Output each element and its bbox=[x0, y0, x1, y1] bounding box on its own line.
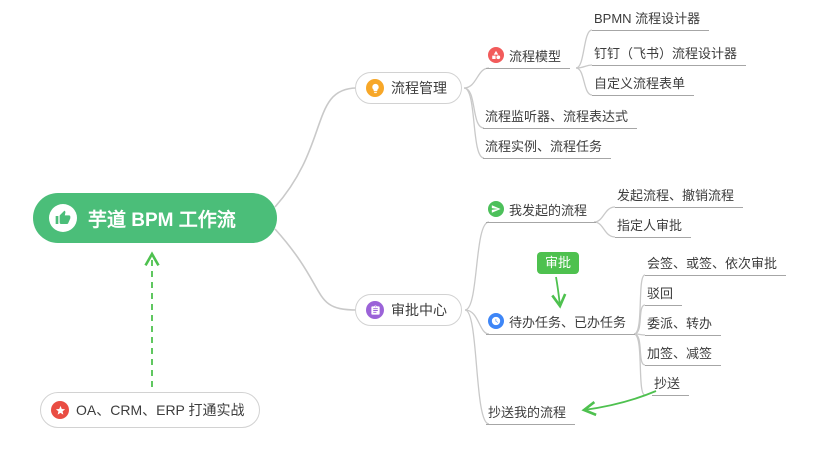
node-initiate-cancel[interactable]: 发起流程、撤销流程 bbox=[615, 184, 744, 208]
node-label: 发起流程、撤销流程 bbox=[617, 187, 735, 203]
cc-arrow bbox=[581, 390, 657, 417]
node-listener-expression[interactable]: 流程监听器、流程表达式 bbox=[483, 105, 638, 129]
node-label: 待办任务、已办任务 bbox=[509, 314, 627, 330]
node-label: 自定义流程表单 bbox=[594, 75, 686, 91]
gray-connectors bbox=[274, 29, 646, 425]
checklist-icon bbox=[366, 301, 384, 319]
node-label: 抄送我的流程 bbox=[488, 404, 567, 420]
approval-arrow bbox=[551, 276, 567, 309]
node-cc[interactable]: 抄送 bbox=[652, 372, 690, 396]
thumbs-up-icon bbox=[49, 204, 77, 232]
node-todo-done[interactable]: 待办任务、已办任务 bbox=[486, 311, 636, 335]
root-node-label: 芋道 BPM 工作流 bbox=[88, 209, 236, 231]
node-dingtalk-designer[interactable]: 钉钉（飞书）流程设计器 bbox=[592, 42, 747, 66]
node-label: 钉钉（飞书）流程设计器 bbox=[594, 45, 738, 61]
node-label: 加签、减签 bbox=[647, 345, 713, 361]
approval-badge: 审批 bbox=[537, 252, 580, 274]
node-label: 抄送 bbox=[654, 375, 681, 391]
node-label: 我发起的流程 bbox=[509, 202, 588, 218]
node-approval-center[interactable]: 审批中心 bbox=[355, 294, 462, 326]
node-bpmn-designer[interactable]: BPMN 流程设计器 bbox=[592, 7, 710, 31]
node-process-management[interactable]: 流程管理 bbox=[355, 72, 462, 104]
clock-icon bbox=[488, 313, 504, 329]
model-icon bbox=[488, 47, 504, 63]
node-cc-my-process[interactable]: 抄送我的流程 bbox=[486, 401, 576, 425]
node-label: 审批中心 bbox=[391, 302, 447, 318]
node-countersign[interactable]: 会签、或签、依次审批 bbox=[645, 252, 787, 276]
node-assignee-approval[interactable]: 指定人审批 bbox=[615, 214, 692, 238]
node-label: OA、CRM、ERP 打通实战 bbox=[76, 402, 245, 418]
lightbulb-icon bbox=[366, 79, 384, 97]
node-label: 流程实例、流程任务 bbox=[485, 138, 603, 154]
node-label: 委派、转办 bbox=[647, 315, 713, 331]
node-label: 流程管理 bbox=[391, 80, 447, 96]
node-label: 流程监听器、流程表达式 bbox=[485, 108, 629, 124]
node-delegate-transfer[interactable]: 委派、转办 bbox=[645, 312, 722, 336]
node-reject[interactable]: 驳回 bbox=[645, 282, 683, 306]
node-note-practice[interactable]: OA、CRM、ERP 打通实战 bbox=[40, 392, 260, 428]
node-custom-form[interactable]: 自定义流程表单 bbox=[592, 72, 695, 96]
node-label: 流程模型 bbox=[509, 48, 562, 64]
star-icon bbox=[51, 401, 69, 419]
root-node[interactable]: 芋道 BPM 工作流 bbox=[33, 193, 277, 243]
node-my-initiated[interactable]: 我发起的流程 bbox=[486, 199, 597, 223]
node-label: 指定人审批 bbox=[617, 217, 683, 233]
node-process-model[interactable]: 流程模型 bbox=[486, 45, 571, 69]
node-add-remove-sign[interactable]: 加签、减签 bbox=[645, 342, 722, 366]
node-label: BPMN 流程设计器 bbox=[594, 10, 701, 26]
node-instance-task[interactable]: 流程实例、流程任务 bbox=[483, 135, 612, 159]
node-label: 会签、或签、依次审批 bbox=[647, 255, 778, 271]
node-label: 驳回 bbox=[647, 285, 674, 301]
send-icon bbox=[488, 201, 504, 217]
